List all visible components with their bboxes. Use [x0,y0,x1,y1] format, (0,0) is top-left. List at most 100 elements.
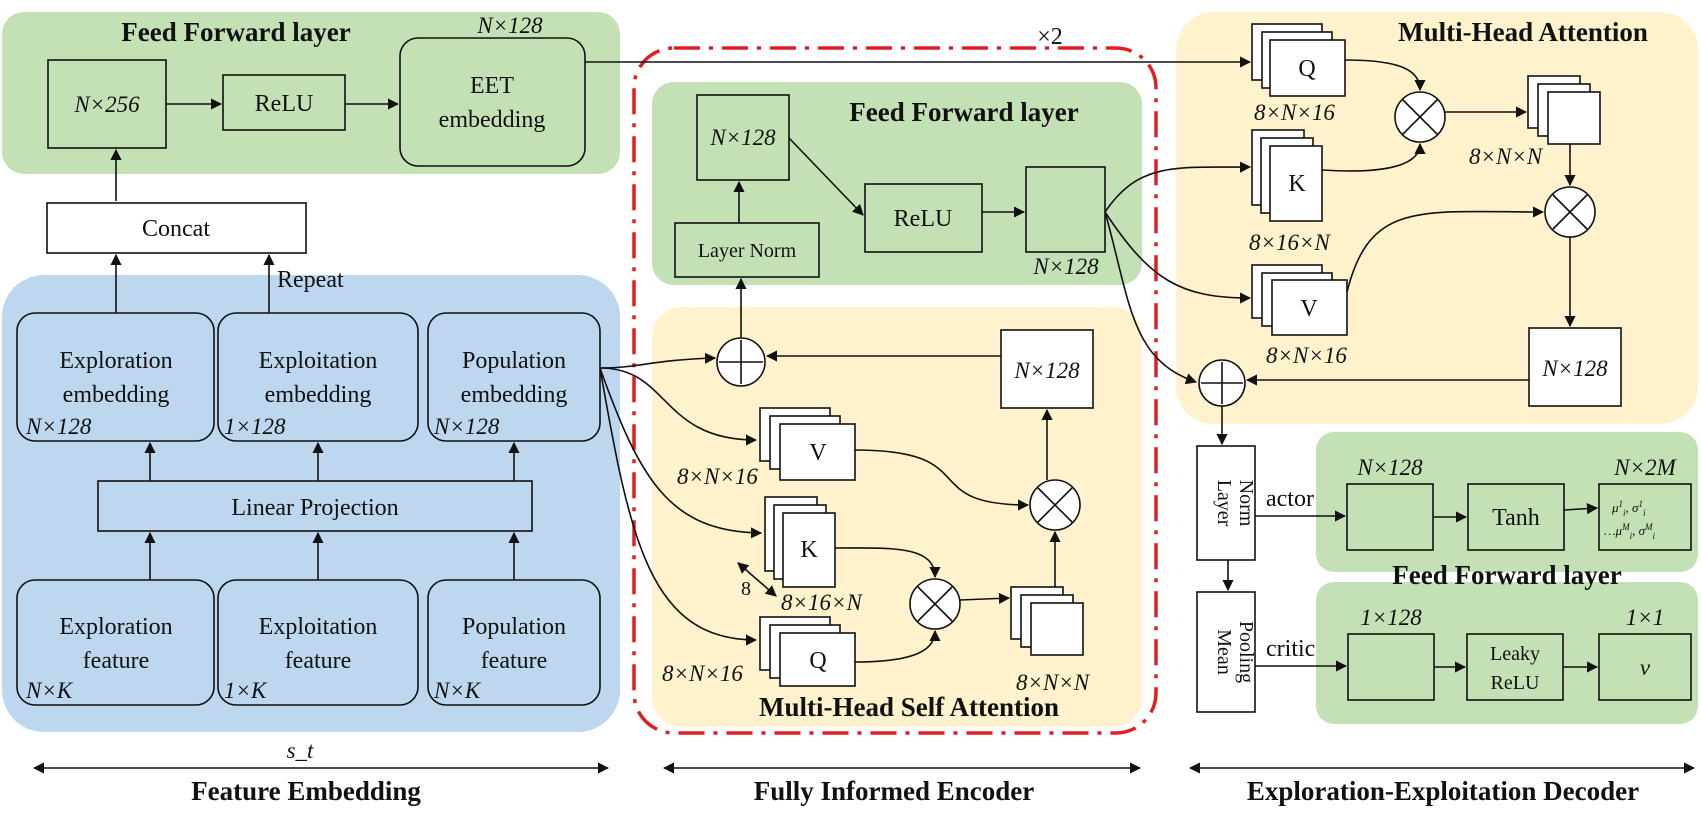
exploitation-embedding-line1: Exploitation [259,348,378,374]
dec-scores-dim: 8×N×N [1469,144,1544,169]
enc-section-title: Fully Informed Encoder [754,776,1035,806]
exploration-embedding-line2: embedding [63,382,170,408]
enc-layer-norm-label: Layer Norm [698,240,797,262]
enc-k-box [782,512,836,588]
eet-line2: embedding [439,107,546,133]
critic-hidden-box [1347,633,1435,701]
dec-out-dim: N×128 [1541,356,1608,381]
enc-n128-label: N×128 [709,125,776,150]
exploitation-feature-line1: Exploitation [259,614,378,640]
critic-output-value: v [1640,655,1651,680]
dec-k-box [1269,145,1323,222]
fe-n256-label: N×256 [73,92,140,117]
state-label: s_t [287,738,314,763]
population-feature-line2: feature [481,648,548,674]
exploration-embedding-line1: Exploration [59,348,172,374]
fe-ff-title: Feed Forward layer [121,17,350,47]
critic-output-box [1598,633,1692,701]
population-embedding-box [427,312,601,442]
times-two-label: ×2 [1037,24,1063,50]
actor-output-params-bottom: …μMi, σMi [1604,522,1656,541]
exploitation-embedding-line2: embedding [265,382,372,408]
eet-line1: EET [470,73,514,99]
enc-attn-out-dim: N×128 [1013,358,1080,383]
encoder-repeat-frame [632,46,1158,735]
dec-layer-norm-box [1196,445,1256,561]
enc-relu-box [864,183,983,253]
dec-mean-pooling-line1: Mean [1213,629,1235,675]
enc-n128-box [696,94,790,181]
linear-projection-label: Linear Projection [231,495,398,521]
population-feature-line1: Population [462,614,566,640]
enc-v-label: V [809,440,827,466]
population-feature-dim: N×K [433,678,482,703]
exploration-feature-box [16,579,215,706]
exploration-feature-dim: N×K [25,678,74,703]
actor-label: actor [1266,486,1314,512]
fe-section-title: Feature Embedding [191,776,421,806]
actor-hidden-dim: N×128 [1356,455,1423,480]
enc-k-dim: 8×16×N [781,590,864,615]
fe-relu-box [222,74,346,131]
population-embedding-dim: N×128 [433,414,500,439]
dec-k-label: K [1288,171,1306,197]
exploration-feature-line2: feature [83,648,150,674]
dec-k-dim: 8×16×N [1249,230,1332,255]
enc-scores-box [1030,602,1084,656]
enc-v-box [779,423,856,481]
actor-output-dim: N×2M [1613,455,1677,480]
dec-section-title: Exploration-Exploitation Decoder [1247,776,1639,806]
actor-hidden-box [1346,483,1434,551]
critic-output-dim: 1×1 [1626,605,1665,630]
enc-scores-dim: 8×N×N [1016,670,1091,695]
enc-relu-label: ReLU [894,206,953,232]
population-embedding-line2: embedding [461,382,568,408]
dec-v-box [1271,279,1348,336]
critic-label: critic [1266,636,1315,662]
dec-v-dim: 8×N×16 [1266,343,1347,368]
dec-mean-pooling-box [1196,591,1256,713]
enc-k-label: K [800,537,818,563]
enc-attn-out-box [1000,329,1094,409]
enc-mhsa-title: Multi-Head Self Attention [759,692,1059,722]
population-embedding-line1: Population [462,348,566,374]
linear-projection-box [97,480,533,532]
enc-heads-label: 8 [741,578,751,600]
exploitation-feature-line2: feature [285,648,352,674]
dec-q-label: Q [1298,56,1315,82]
actor-output-box [1598,483,1692,551]
enc-ff-title: Feed Forward layer [849,97,1078,127]
fe-n256-box [47,59,167,149]
concat-box [46,202,307,254]
dec-out-box [1528,327,1622,407]
exploitation-feature-dim: 1×K [224,678,268,703]
eet-embedding-box [399,37,586,167]
exploration-feature-line1: Exploration [59,614,172,640]
dec-q-dim: 8×N×16 [1254,100,1335,125]
dec-mha-title: Multi-Head Attention [1398,17,1648,47]
exploration-embedding-dim: N×128 [25,414,92,439]
critic-hidden-dim: 1×128 [1360,605,1422,630]
enc-ff-out-box [1025,166,1106,253]
exploitation-embedding-dim: 1×128 [224,414,286,439]
enc-q-label: Q [809,648,826,674]
dec-q-box [1269,39,1346,97]
exploitation-embedding-box [217,312,419,442]
enc-layer-norm-box [674,222,820,278]
critic-leaky-line2: ReLU [1491,672,1540,694]
dec-scores-box [1547,91,1601,145]
critic-leaky-line1: Leaky [1490,643,1540,665]
enc-q-box [779,632,856,687]
actor-tanh-box [1467,483,1565,551]
actor-tanh-label: Tanh [1492,505,1540,531]
enc-q-dim: 8×N×16 [662,661,743,686]
fe-relu-label: ReLU [255,91,314,117]
dec-v-label: V [1300,296,1318,322]
concat-label: Concat [142,216,210,242]
dec-layer-norm-line2: Norm [1235,480,1257,527]
dec-ff-title: Feed Forward layer [1392,560,1621,590]
repeat-label: Repeat [277,267,344,293]
critic-leaky-relu-box [1466,633,1564,701]
enc-ff-out-dim: N×128 [1032,254,1099,279]
